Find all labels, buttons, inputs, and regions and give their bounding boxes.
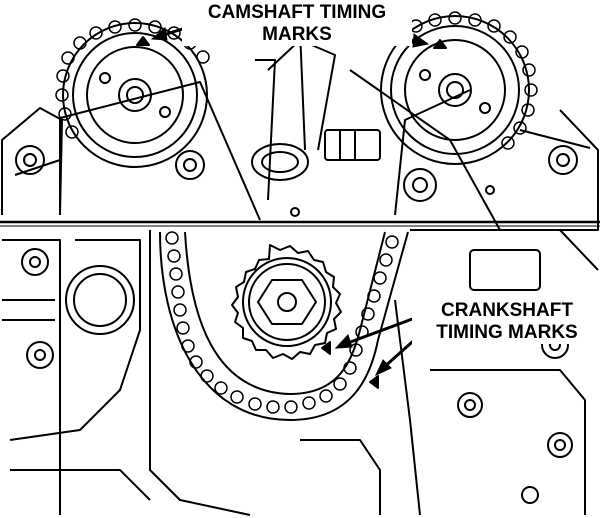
engine-block — [2, 229, 599, 516]
right-cam-chain-links — [393, 11, 538, 150]
crankshaft-label-line1: CRANKSHAFT — [441, 300, 573, 321]
cylinder-heads — [1, 29, 599, 231]
block-bosses — [21, 248, 573, 504]
left-camshaft-sprocket — [62, 22, 208, 168]
camshaft-label-line2: MARKS — [262, 24, 332, 45]
crank-arrow-upper — [344, 316, 416, 346]
crankshaft-label-line2: TIMING MARKS — [436, 322, 578, 343]
right-cam-timing-mark — [433, 39, 447, 49]
crank-sprocket-timing-mark — [321, 341, 331, 355]
crankshaft-sprocket — [231, 244, 342, 360]
camshaft-timing-marks-label: CAMSHAFT TIMING MARKS — [182, 2, 412, 46]
left-cam-timing-mark — [136, 36, 150, 46]
crank-cover-timing-mark — [369, 375, 379, 389]
crankshaft-timing-marks-label: CRANKSHAFT TIMING MARKS — [412, 300, 600, 344]
right-camshaft-sprocket — [380, 15, 530, 165]
camshaft-label-line1: CAMSHAFT TIMING — [207, 2, 387, 23]
